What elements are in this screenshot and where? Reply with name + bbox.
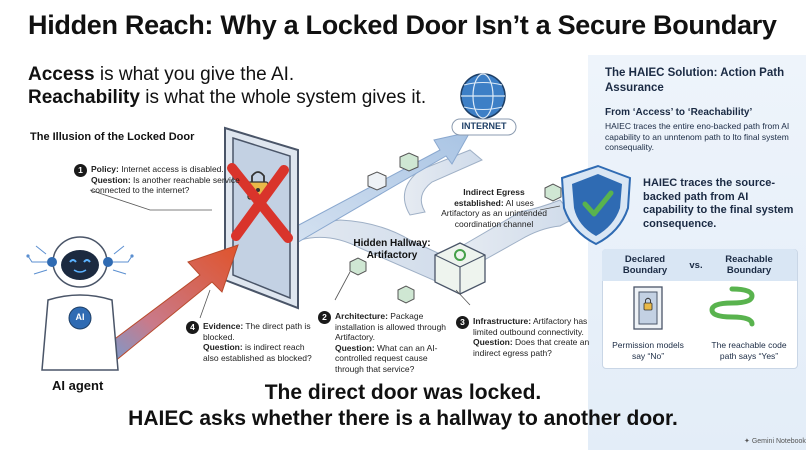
callout-line-2	[334, 271, 351, 301]
squiggle-path-icon	[709, 286, 755, 327]
panel-sub-text: HAIEC traces the entire eno-backed path …	[605, 121, 790, 152]
hidden-hallway-line2: Artifactory	[366, 250, 418, 261]
loop-road	[403, 149, 483, 216]
hidden-hallway-line1: Hidden Hallway:	[353, 238, 431, 249]
packet-cube-3	[349, 257, 367, 276]
shield-icon	[560, 164, 632, 246]
internet-label: INTERNET	[461, 121, 507, 131]
step-3-q: Does that create an indirect egress path…	[473, 337, 590, 358]
red-x-icon	[227, 163, 293, 243]
robot-icon	[26, 236, 134, 371]
step-2-body: Package installation is allowed through …	[335, 311, 447, 342]
lead-line-1: Access is what you give the AI.	[28, 64, 294, 86]
callout-line-1	[89, 189, 212, 211]
step-badge-4: 4	[186, 321, 199, 334]
reachable-caption: The reachable code path says “Yes”	[711, 340, 787, 361]
watermark: ✦ Gemini Notebook	[744, 437, 806, 445]
reachable-boundary-label: Reachable Boundary	[725, 254, 773, 276]
hidden-hallway-label: Hidden Hallway: Artifactory	[352, 238, 432, 262]
step-4-q: is indirect reach also established as bl…	[203, 342, 312, 363]
step-2-text: Architecture: Package installation is al…	[335, 311, 455, 374]
callout-line-4	[199, 289, 211, 319]
step-2-q: What can an AI-controlled request cause …	[335, 342, 438, 374]
compare-icons	[633, 286, 755, 330]
vs-label: vs.	[689, 260, 703, 271]
direct-path-arrow	[279, 131, 471, 249]
ai-access-arrow	[99, 244, 239, 363]
watermark-text: Gemini Notebook	[751, 438, 806, 445]
door-icon	[224, 126, 299, 310]
indirect-egress-body: AI uses Artifactory as an unintended coo…	[441, 197, 547, 229]
callout-line-3	[455, 289, 471, 306]
step-3-body: Artifactory has limited outbound connect…	[473, 316, 588, 337]
step-4-body: The direct path is blocked.	[203, 321, 311, 342]
declared-caption: Permission models say “No”	[612, 340, 684, 361]
internet-pill	[451, 118, 517, 136]
step-4-text: Evidence: The direct path is blocked. Qu…	[203, 321, 315, 363]
compare-header	[602, 249, 797, 281]
step-1-text: Policy: Internet access is disabled. Que…	[91, 164, 251, 196]
step-4-label: Evidence:	[203, 321, 244, 331]
step-1-body: Internet access is disabled.	[118, 164, 224, 174]
step-2-q-label: Question:	[335, 342, 375, 353]
panel-trace-text: HAIEC traces the source-backed path from…	[643, 177, 794, 230]
step-3-label: Infrastructure:	[473, 316, 532, 326]
illusion-heading: The Illusion of the Locked Door	[30, 131, 195, 143]
step-badge-2: 2	[318, 311, 331, 324]
indirect-egress-text: Indirect Egress established: AI uses Art…	[438, 187, 550, 229]
lead-reachability-rest: is what the whole system gives it.	[139, 87, 427, 108]
locked-door-small-icon	[633, 286, 663, 330]
packet-cube-1	[367, 171, 387, 191]
lead-reachability: Reachability	[28, 87, 140, 108]
step-1-q-label: Question:	[91, 174, 131, 185]
step-1-label: Policy:	[91, 164, 119, 174]
server-icon	[434, 242, 486, 295]
ai-chest-label: AI	[75, 312, 85, 322]
step-2-label: Architecture:	[335, 311, 388, 321]
globe-icon	[460, 73, 506, 119]
sparkle-icon: ✦	[744, 438, 750, 445]
indirect-egress-label: Indirect Egress established:	[454, 187, 525, 208]
lead-line-2: Reachability is what the whole system gi…	[28, 87, 426, 109]
lead-access-rest: is what you give the AI.	[94, 64, 295, 85]
step-3-text: Infrastructure: Artifactory has limited …	[473, 316, 591, 358]
step-badge-1: 1	[74, 164, 87, 177]
step-4-q-label: Question:	[203, 342, 243, 352]
panel-heading: The HAIEC Solution: Action Path Assuranc…	[605, 67, 785, 94]
footer-line-1: The direct door was locked.	[264, 381, 542, 404]
step-1-q: Is another reachable service connected t…	[91, 174, 240, 196]
panel-sub-heading: From ‘Access’ to ‘Reachability’	[605, 107, 753, 118]
step-3-q-label: Question:	[473, 337, 513, 347]
step-badge-3: 3	[456, 316, 469, 329]
lead-access: Access	[28, 64, 95, 85]
page-title: Hidden Reach: Why a Locked Door Isn’t a …	[28, 10, 777, 40]
callout-line-egress	[539, 205, 561, 211]
declared-boundary-label: Declared Boundary	[622, 254, 668, 276]
packet-cube-5	[544, 183, 562, 202]
packet-cube-4	[397, 285, 415, 304]
footer-line-2: HAIEC asks whether there is a hallway to…	[128, 407, 678, 430]
packet-cube-2	[399, 152, 419, 172]
ai-agent-label: AI agent	[52, 378, 104, 393]
